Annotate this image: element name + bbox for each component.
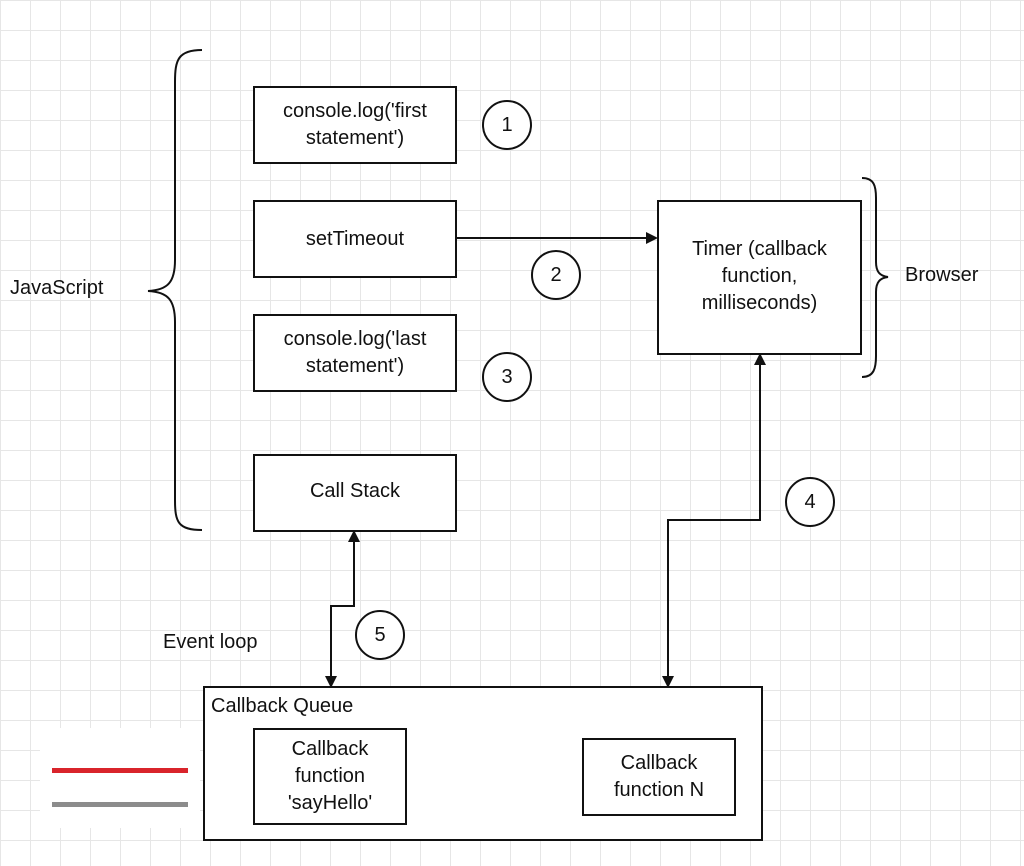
step-3-badge: 3 <box>482 352 532 402</box>
console-first-text: console.log('first statement') <box>283 100 427 149</box>
arrow-event-loop-up <box>330 530 360 686</box>
settimeout-box: setTimeout <box>253 200 457 278</box>
step-4-badge: 4 <box>785 477 835 527</box>
javascript-brace <box>147 49 203 531</box>
timer-box: Timer (callback function, milliseconds) <box>657 200 862 355</box>
callback-n-box: Callback function N <box>582 738 736 816</box>
console-first-box: console.log('first statement') <box>253 86 457 164</box>
arrow-timer-to-queue-up <box>667 353 766 686</box>
javascript-label: JavaScript <box>10 277 104 299</box>
callback-sayhello-text: Callback function 'sayHello' <box>287 738 373 814</box>
step-1-badge: 1 <box>482 100 532 150</box>
callback-queue-title: Callback Queue <box>211 695 354 717</box>
settimeout-text: setTimeout <box>305 228 405 250</box>
site-logo <box>40 728 200 828</box>
callback-sayhello-box: Callback function 'sayHello' <box>253 728 407 825</box>
browser-brace <box>861 177 889 378</box>
console-last-box: console.log('last statement') <box>253 314 457 392</box>
call-stack-box: Call Stack <box>253 454 457 532</box>
console-last-text: console.log('last statement') <box>283 328 427 377</box>
step-2-badge: 2 <box>531 250 581 300</box>
timer-text: Timer (callback function, milliseconds) <box>692 238 827 314</box>
step-5-badge: 5 <box>355 610 405 660</box>
event-loop-label: Event loop <box>163 631 258 653</box>
logo-accent-bar <box>52 768 188 773</box>
logo-gray-bar <box>52 802 188 807</box>
callback-n-text: Callback function N <box>613 752 705 801</box>
call-stack-text: Call Stack <box>309 480 401 502</box>
browser-label: Browser <box>905 264 979 286</box>
